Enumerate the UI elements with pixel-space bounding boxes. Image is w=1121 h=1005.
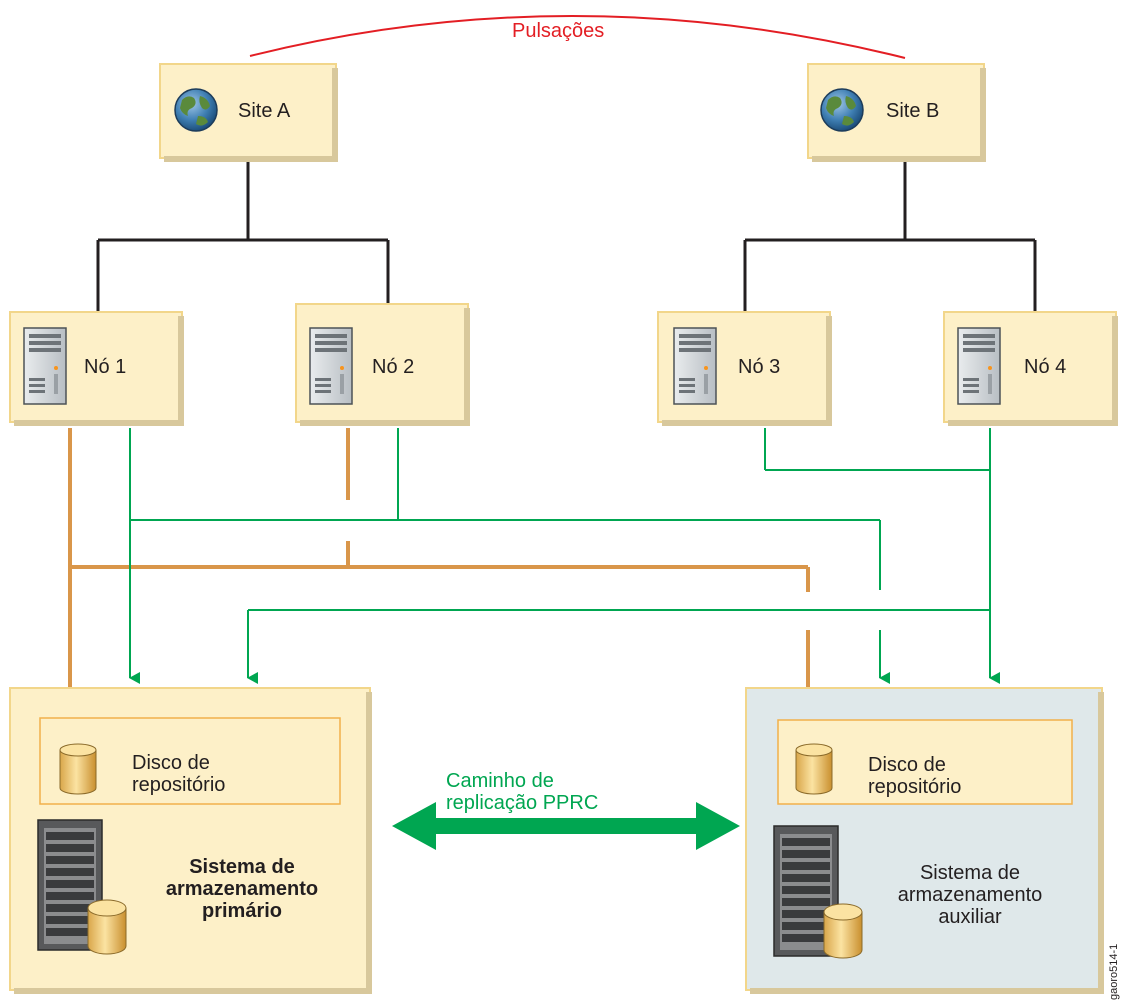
server-tower-icon xyxy=(673,327,717,405)
site-b-label: Site B xyxy=(886,100,940,122)
primary-disk-label-line2: repositório xyxy=(132,774,226,796)
heartbeat-label: Pulsações xyxy=(512,20,605,42)
site-b-links xyxy=(743,160,1037,312)
server-tower-icon xyxy=(957,327,1001,405)
figure-id: gaoro514-1 xyxy=(1108,943,1120,1000)
primary-disk-label-line1: Disco de xyxy=(132,752,210,774)
storage-rack-icon xyxy=(37,819,103,951)
auxiliary-system-line3: auxiliar xyxy=(938,906,1002,928)
auxiliary-system-label: Sistema de armazenamento auxiliar xyxy=(860,862,1080,928)
replication-double-arrow xyxy=(392,802,740,850)
auxiliary-disk-label-line1: Disco de xyxy=(868,754,946,776)
primary-system-line2: armazenamento xyxy=(165,878,319,900)
auxiliary-system-line2: armazenamento xyxy=(897,884,1043,906)
site-a-label: Site A xyxy=(238,100,291,122)
disk-cylinder-icon xyxy=(795,743,833,795)
replication-label-line2: replicação PPRC xyxy=(446,792,599,814)
server-tower-icon xyxy=(23,327,67,405)
globe-icon xyxy=(820,88,864,132)
server-tower-icon xyxy=(309,327,353,405)
node-1-label: Nó 1 xyxy=(84,356,127,378)
green-paths xyxy=(129,428,1000,684)
orange-paths xyxy=(68,428,810,705)
disk-cylinder-icon xyxy=(59,743,97,795)
node-4-label: Nó 4 xyxy=(1024,356,1067,378)
node-2-label: Nó 2 xyxy=(372,356,415,378)
disk-cylinder-icon xyxy=(87,899,127,955)
primary-system-line1: Sistema de xyxy=(189,856,295,878)
site-a-links xyxy=(96,160,390,312)
auxiliary-system-line1: Sistema de xyxy=(919,862,1021,884)
node-3-label: Nó 3 xyxy=(738,356,781,378)
heartbeat-arc xyxy=(249,15,906,59)
primary-system-line3: primário xyxy=(201,900,283,922)
replication-label-line1: Caminho de xyxy=(446,770,554,792)
globe-icon xyxy=(174,88,218,132)
disk-cylinder-icon xyxy=(823,903,863,959)
primary-system-label: Sistema de armazenamento primário xyxy=(132,856,352,922)
auxiliary-disk-label-line2: repositório xyxy=(868,776,962,798)
